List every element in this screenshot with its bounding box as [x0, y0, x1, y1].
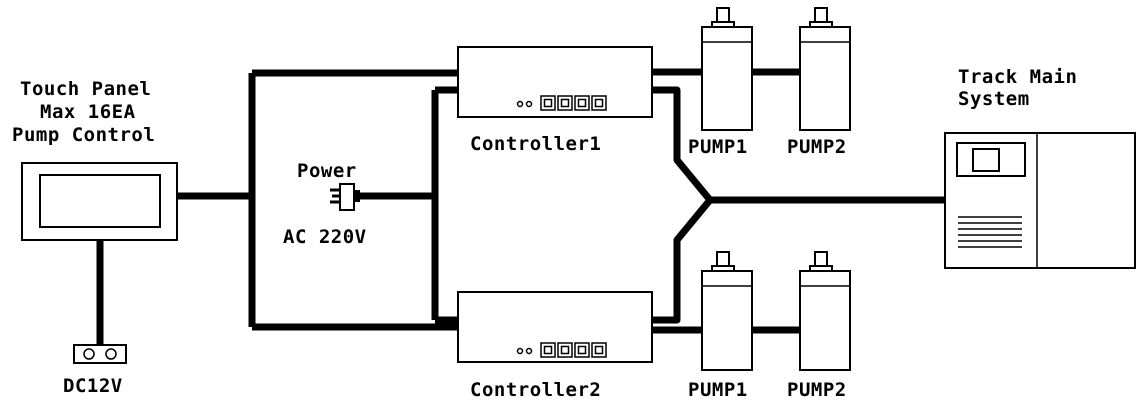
touch-panel: Touch Panel Max 16EA Pump Control	[12, 78, 178, 241]
pump-top-2-label: PUMP2	[787, 136, 847, 158]
indicator-led-icon	[516, 347, 524, 355]
power-voltage: AC 220V	[283, 226, 367, 248]
power-label: Power	[297, 160, 357, 182]
plug-head-icon	[339, 183, 355, 211]
pump-body	[701, 270, 753, 371]
pump-top-2: PUMP2	[787, 7, 851, 158]
indicator-led-icon	[525, 347, 533, 355]
indicator-led-icon	[525, 100, 533, 108]
pump-bottom-1: PUMP1	[688, 251, 753, 401]
power-plug: Power AC 220V	[283, 160, 367, 248]
socket-hole-icon	[105, 348, 117, 360]
connector-ports	[540, 342, 607, 358]
pump-top-1: PUMP1	[688, 7, 753, 158]
pump-top-1-label: PUMP1	[688, 136, 748, 158]
track-main-system: Track Main System	[944, 66, 1136, 269]
controller-1: Controller1	[457, 46, 653, 155]
indicator-led-icon	[516, 100, 524, 108]
wire-panel-bus	[177, 69, 458, 331]
pump-shaft-icon	[814, 251, 828, 267]
touch-panel-screen	[39, 174, 161, 228]
pump-shaft-icon	[716, 7, 730, 23]
wire-controller-track	[652, 86, 945, 324]
cabinet-vent-icon	[958, 216, 1022, 248]
track-system-title-2: System	[958, 88, 1030, 110]
wires	[96, 68, 945, 345]
socket-hole-icon	[83, 348, 95, 360]
pump-shaft-icon	[716, 251, 730, 267]
pump-body	[701, 26, 753, 131]
dc12v-socket	[73, 344, 127, 364]
connector-ports	[540, 95, 607, 111]
dc12v-label: DC12V	[63, 375, 123, 397]
dc12v-supply: DC12V	[63, 344, 127, 397]
pump-bottom-2-label: PUMP2	[787, 379, 847, 401]
controller-2: Controller2	[457, 291, 653, 401]
touch-panel-title-2: Max 16EA	[40, 101, 136, 123]
plug-cord-icon	[354, 190, 360, 202]
pump-bottom-2: PUMP2	[787, 251, 851, 401]
controller-1-label: Controller1	[470, 133, 601, 155]
pump-shaft-icon	[814, 7, 828, 23]
wire-power-bus	[360, 86, 458, 324]
cabinet-screen-icon	[972, 148, 1000, 172]
track-system-title-1: Track Main	[958, 66, 1077, 88]
pump-body	[799, 270, 851, 371]
pump-bottom-1-label: PUMP1	[688, 379, 748, 401]
touch-panel-title-3: Pump Control	[12, 124, 155, 146]
pump-body	[799, 26, 851, 131]
controller-2-label: Controller2	[470, 379, 601, 401]
touch-panel-title-1: Touch Panel	[20, 78, 151, 100]
